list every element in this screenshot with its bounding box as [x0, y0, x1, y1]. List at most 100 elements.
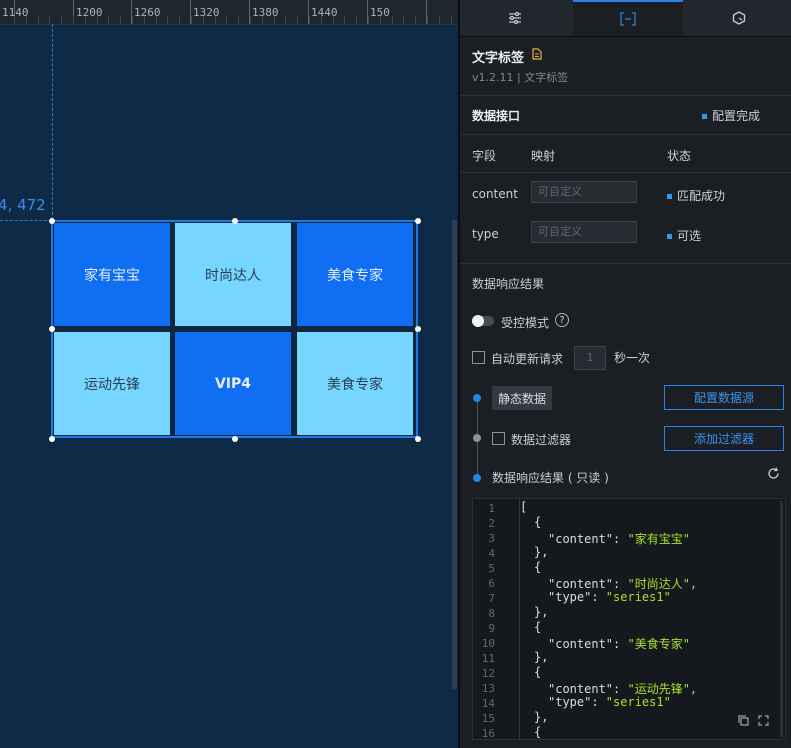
add-filter-button[interactable]: 添加过滤器 — [664, 426, 784, 451]
ruler-minor-tick — [415, 16, 416, 24]
ruler-minor-tick — [262, 16, 263, 24]
ruler-minor-tick — [226, 16, 227, 24]
widget-cell[interactable]: 美食专家 — [297, 332, 413, 435]
resize-handle-top-right[interactable] — [415, 218, 421, 224]
line-number: 1 — [488, 502, 495, 515]
field-status-text: 匹配成功 — [677, 189, 726, 203]
widget-cell[interactable]: 运动先锋 — [54, 332, 170, 435]
code-line: { — [534, 620, 541, 634]
resize-handle-top-left[interactable] — [49, 218, 55, 224]
widget-cell[interactable]: 时尚达人 — [175, 223, 291, 326]
status-dot-icon — [667, 194, 672, 199]
controlled-mode-label: 受控模式 — [501, 316, 550, 330]
resize-handle-bottom-right[interactable] — [415, 436, 421, 442]
resize-handle-right[interactable] — [415, 326, 421, 332]
code-string: "series1" — [605, 590, 671, 604]
widget-cell[interactable]: 美食专家 — [297, 223, 413, 326]
ruler-minor-tick — [203, 16, 204, 24]
code-token: "type": — [548, 590, 606, 604]
canvas-scrollbar[interactable] — [452, 220, 457, 690]
ruler-label: 1380 — [252, 6, 279, 19]
sliders-icon — [509, 11, 521, 25]
code-token: "type": — [548, 695, 606, 709]
code-token: }, — [534, 545, 549, 559]
line-number: 4 — [488, 547, 495, 560]
widget-cell[interactable]: VIP4 — [175, 332, 291, 435]
ruler-minor-tick — [392, 16, 393, 24]
ruler-minor-tick — [167, 16, 168, 24]
cell-text: 运动先锋 — [84, 376, 140, 393]
resize-handle-bottom-left[interactable] — [49, 436, 55, 442]
ruler-tick — [367, 0, 368, 24]
ruler-tick — [308, 0, 309, 24]
code-line: "type": "series1" — [548, 590, 671, 604]
header-field: 字段 — [472, 149, 497, 163]
text-label-widget[interactable]: 家有宝宝 时尚达人 美食专家 运动先锋 VIP4 美食专家 — [51, 220, 418, 438]
ruler-minor-tick — [403, 16, 404, 24]
ruler-minor-tick — [238, 16, 239, 24]
editor-scrollbar[interactable] — [780, 501, 783, 737]
line-number: 14 — [481, 697, 495, 710]
ruler-tick — [14, 0, 15, 24]
mapping-input-type[interactable]: 可自定义 — [531, 221, 637, 243]
tab-style[interactable] — [460, 0, 570, 36]
widget-cell[interactable]: 家有宝宝 — [54, 223, 170, 326]
line-number: 8 — [488, 607, 495, 620]
line-number: 12 — [481, 667, 495, 680]
line-number: 3 — [488, 532, 495, 545]
component-version: v1.2.11 | 文字标签 — [472, 71, 569, 84]
step-connector — [477, 442, 478, 474]
mapping-input-content[interactable]: 可自定义 — [531, 181, 637, 203]
ruler-tick — [249, 0, 250, 24]
code-string: "美食专家" — [627, 637, 690, 651]
auto-update-checkbox[interactable] — [472, 351, 485, 364]
code-line: }, — [534, 650, 548, 664]
code-token: { — [534, 725, 542, 739]
code-content[interactable]: [{"content": "家有宝宝"},{"content": "时尚达人",… — [519, 499, 780, 739]
resize-handle-top[interactable] — [232, 218, 238, 224]
line-number: 9 — [488, 622, 495, 635]
refresh-icon[interactable] — [767, 467, 780, 484]
ruler-minor-tick — [97, 16, 98, 24]
document-icon[interactable] — [532, 48, 542, 63]
filter-checkbox[interactable] — [492, 432, 505, 445]
line-number: 2 — [488, 517, 495, 530]
code-string: "时尚达人", — [627, 577, 698, 591]
interval-input[interactable]: 1 — [574, 346, 606, 370]
line-number: 15 — [481, 712, 495, 725]
auto-update-label: 自动更新请求 — [491, 352, 564, 366]
resize-handle-bottom[interactable] — [232, 436, 238, 442]
controlled-mode-toggle[interactable] — [472, 315, 494, 327]
code-line: "content": "家有宝宝" — [548, 530, 690, 547]
interval-unit: 秒一次 — [614, 351, 651, 365]
ruler-minor-tick — [132, 16, 133, 24]
code-token: }, — [534, 710, 549, 724]
help-icon[interactable]: ? — [555, 313, 569, 327]
field-status: 匹配成功 — [667, 187, 725, 204]
divider — [460, 134, 791, 135]
ruler-label: 1440 — [311, 6, 338, 19]
ruler-label: 1140 — [2, 6, 29, 19]
config-datasource-button[interactable]: 配置数据源 — [664, 385, 784, 410]
static-data-chip[interactable]: 静态数据 — [492, 386, 552, 410]
code-string: "家有宝宝" — [627, 532, 690, 546]
data-interface-title: 数据接口 — [472, 109, 521, 123]
cell-text: 美食专家 — [327, 267, 383, 284]
ruler-tick — [190, 0, 191, 24]
copy-icon[interactable] — [738, 715, 749, 729]
tab-data[interactable] — [573, 0, 683, 36]
ruler-minor-tick — [120, 16, 121, 24]
line-number: 5 — [488, 562, 495, 575]
resize-handle-left[interactable] — [49, 326, 55, 332]
header-mapping: 映射 — [531, 149, 556, 163]
field-name: content — [472, 187, 518, 201]
line-number: 10 — [481, 637, 495, 650]
expand-icon[interactable] — [758, 715, 769, 729]
code-token: "content": — [548, 532, 628, 546]
tab-interaction[interactable] — [684, 0, 791, 36]
status-dot-icon — [702, 114, 707, 119]
ruler-minor-tick — [38, 16, 39, 24]
step-dot-icon — [473, 474, 481, 482]
